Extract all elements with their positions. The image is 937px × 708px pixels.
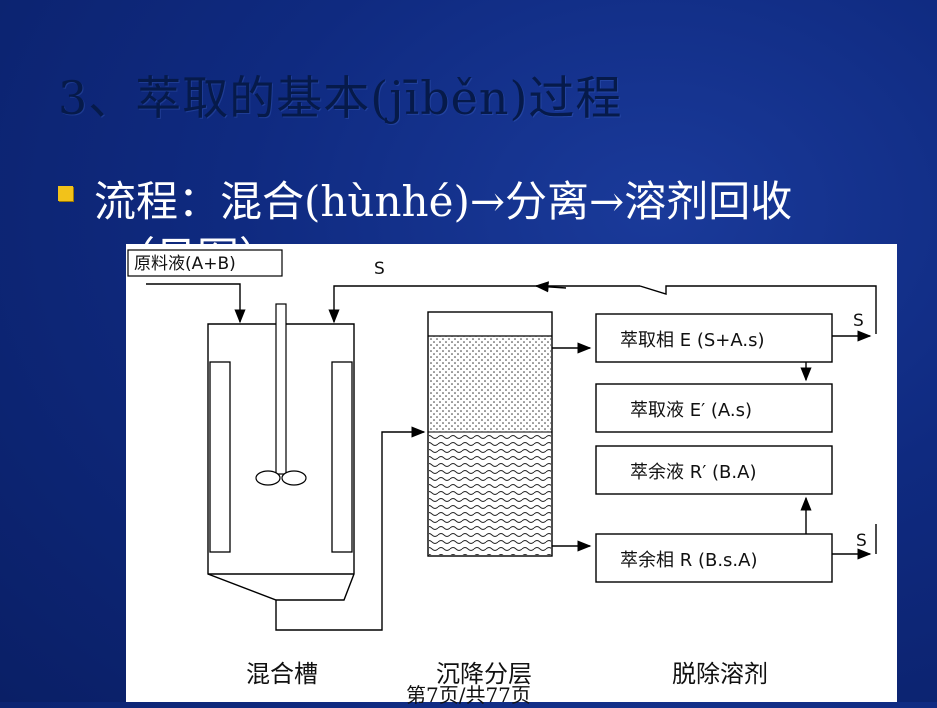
feed-label: 原料液(A+B) bbox=[134, 254, 236, 274]
solvent-return-right bbox=[796, 285, 877, 334]
mixer-to-settler-line bbox=[275, 426, 426, 631]
raffinate-liquid-box bbox=[595, 445, 833, 495]
solvent-out-label-2: S bbox=[856, 531, 867, 551]
settler-label: 沉降分层 bbox=[436, 660, 532, 688]
recovery-label: 脱除溶剂 bbox=[672, 660, 768, 688]
mixer-tank bbox=[207, 303, 355, 601]
extract-liquid-box bbox=[595, 383, 833, 433]
bullet-text: 流程：混合(hùnhé)→分离→溶剂回收 bbox=[94, 177, 793, 226]
feed-flow-line bbox=[146, 283, 246, 324]
bullet-square-icon bbox=[58, 186, 73, 201]
extract-liquid-label: 萃取液 E′ (A.s) bbox=[630, 400, 752, 421]
raffinate-phase-label: 萃余相 R (B.s.A) bbox=[620, 550, 757, 571]
page-number: 第7页/共77页 bbox=[406, 683, 531, 707]
raffinate-phase-box bbox=[595, 533, 833, 583]
mixer-label: 混合槽 bbox=[246, 660, 318, 688]
extract-phase-box bbox=[595, 313, 833, 363]
feed-label-box bbox=[127, 249, 283, 277]
settler-tank bbox=[427, 311, 553, 557]
diagram-drawing: 原料液(A+B) S bbox=[127, 249, 877, 688]
extraction-process-diagram: 原料液(A+B) S bbox=[126, 244, 897, 702]
extract-phase-label: 萃取相 E (S+A.s) bbox=[620, 330, 764, 351]
solvent-label-top: S bbox=[374, 259, 385, 279]
solvent-return-line bbox=[639, 285, 796, 295]
raffinate-liquid-label: 萃余液 R′ (B.A) bbox=[630, 462, 756, 483]
solvent-out-label-1: S bbox=[853, 311, 864, 331]
slide-title: 3、萃取的基本(jīběn)过程 bbox=[58, 71, 623, 125]
